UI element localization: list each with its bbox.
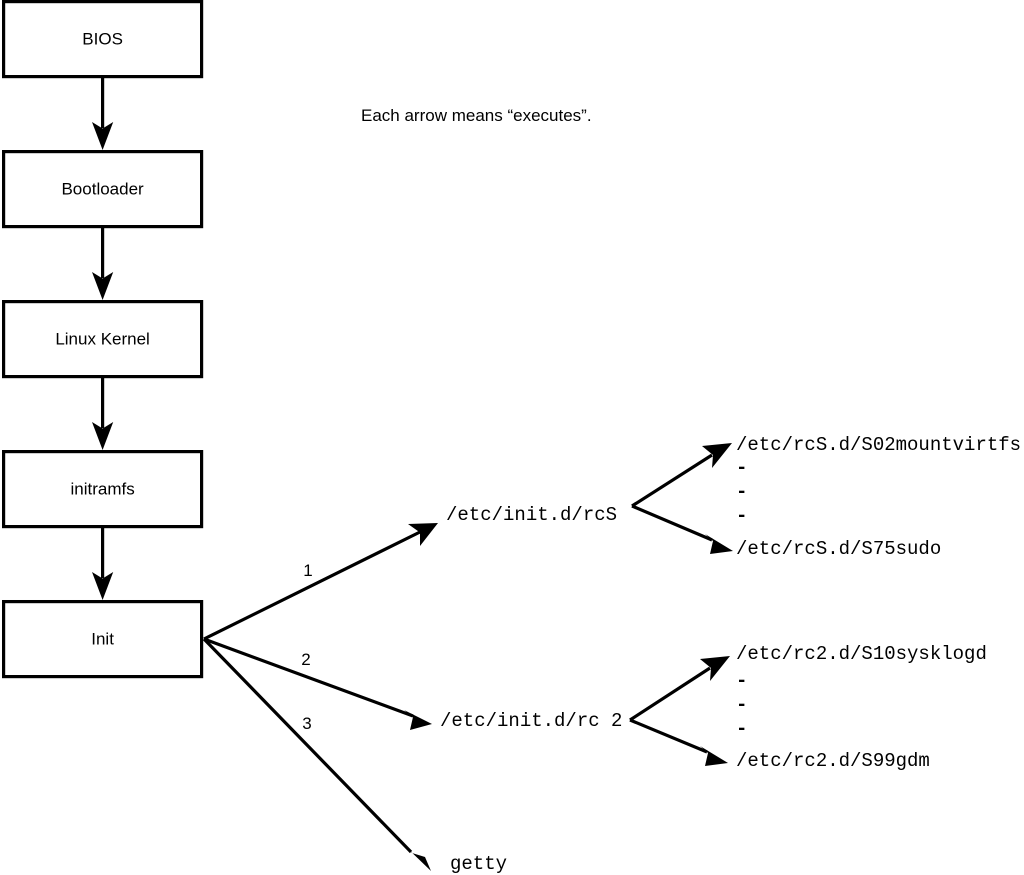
arrow-head <box>700 746 728 766</box>
arrow-rcs-to-s02mountvirtfs <box>631 443 732 508</box>
arrow-shaft <box>629 718 708 754</box>
rc2-ellipsis-dash-1: - <box>736 670 747 692</box>
rcs-ellipsis-dash-1: - <box>736 457 747 479</box>
arrow-init-to-rcs <box>203 523 438 641</box>
arrow-head <box>404 845 431 871</box>
init-label: Init <box>91 629 114 648</box>
rc2-child-last-label: /etc/rc2.d/S99gdm <box>736 750 930 772</box>
bootloader-label: Bootloader <box>61 179 144 198</box>
arrow-head <box>92 422 114 450</box>
rcs-ellipsis-dash-3: - <box>736 505 747 527</box>
arrow-shaft <box>631 453 713 508</box>
chain-node-init[interactable]: Init <box>1 599 204 679</box>
arrow-head <box>404 710 432 730</box>
chain-node-bootloader[interactable]: Bootloader <box>1 150 204 229</box>
initramfs-box[interactable] <box>1 450 204 529</box>
arrow-bios-to-bootloader <box>92 77 114 150</box>
arrow-rcs-to-s75sudo <box>631 504 733 554</box>
arrow-head <box>92 122 114 150</box>
rc2-ellipsis-dash-3: - <box>736 718 747 740</box>
branch-3-number: 3 <box>302 714 311 733</box>
arrow-shaft <box>203 530 421 641</box>
arrow-shaft <box>631 504 713 542</box>
getty-node-label[interactable]: getty <box>450 853 507 875</box>
rc2-child-first-label: /etc/rc2.d/S10sysklogd <box>736 643 987 665</box>
branch-1-number: 1 <box>303 561 312 580</box>
arrow-shaft <box>202 637 413 854</box>
chain-node-kernel[interactable]: Linux Kernel <box>1 300 204 379</box>
arrow-head <box>408 523 438 546</box>
rc2-ellipsis-dash-2: - <box>736 694 747 716</box>
initramfs-label: initramfs <box>70 479 134 498</box>
rcs-child-first-label: /etc/rcS.d/S02mountvirtfs <box>736 434 1021 456</box>
bootloader-box[interactable] <box>1 150 204 229</box>
init-box[interactable] <box>1 599 204 679</box>
arrow-rc2-to-s10sysklogd <box>629 656 730 722</box>
rcs-node-label[interactable]: /etc/init.d/rcS <box>446 504 617 526</box>
arrow-head <box>705 534 733 554</box>
bios-label: BIOS <box>82 29 123 48</box>
arrow-init-to-rc2 <box>203 637 432 730</box>
chain-node-initramfs[interactable]: initramfs <box>1 450 204 529</box>
branch-2-number: 2 <box>301 650 310 669</box>
rcs-child-last-label: /etc/rcS.d/S75sudo <box>736 538 941 560</box>
rcs-ellipsis-dash-2: - <box>736 481 747 503</box>
arrow-shaft <box>203 637 414 718</box>
arrow-head <box>92 572 114 600</box>
kernel-label: Linux Kernel <box>55 329 150 348</box>
arrow-head <box>92 272 114 300</box>
arrow-kernel-to-initramfs <box>92 377 114 450</box>
bios-box[interactable] <box>1 0 204 79</box>
chain-node-bios[interactable]: BIOS <box>1 0 204 79</box>
arrow-init-to-getty <box>202 637 431 871</box>
arrow-initramfs-to-init <box>92 527 114 600</box>
arrow-head <box>700 656 730 681</box>
arrow-head <box>702 443 732 468</box>
diagram-caption: Each arrow means “executes”. <box>361 106 592 125</box>
kernel-box[interactable] <box>1 300 204 379</box>
arrow-rc2-to-s99gdm <box>629 718 728 766</box>
arrow-shaft <box>629 666 711 722</box>
rc2-node-label[interactable]: /etc/init.d/rc 2 <box>440 710 622 732</box>
arrow-bootloader-to-kernel <box>92 227 114 300</box>
